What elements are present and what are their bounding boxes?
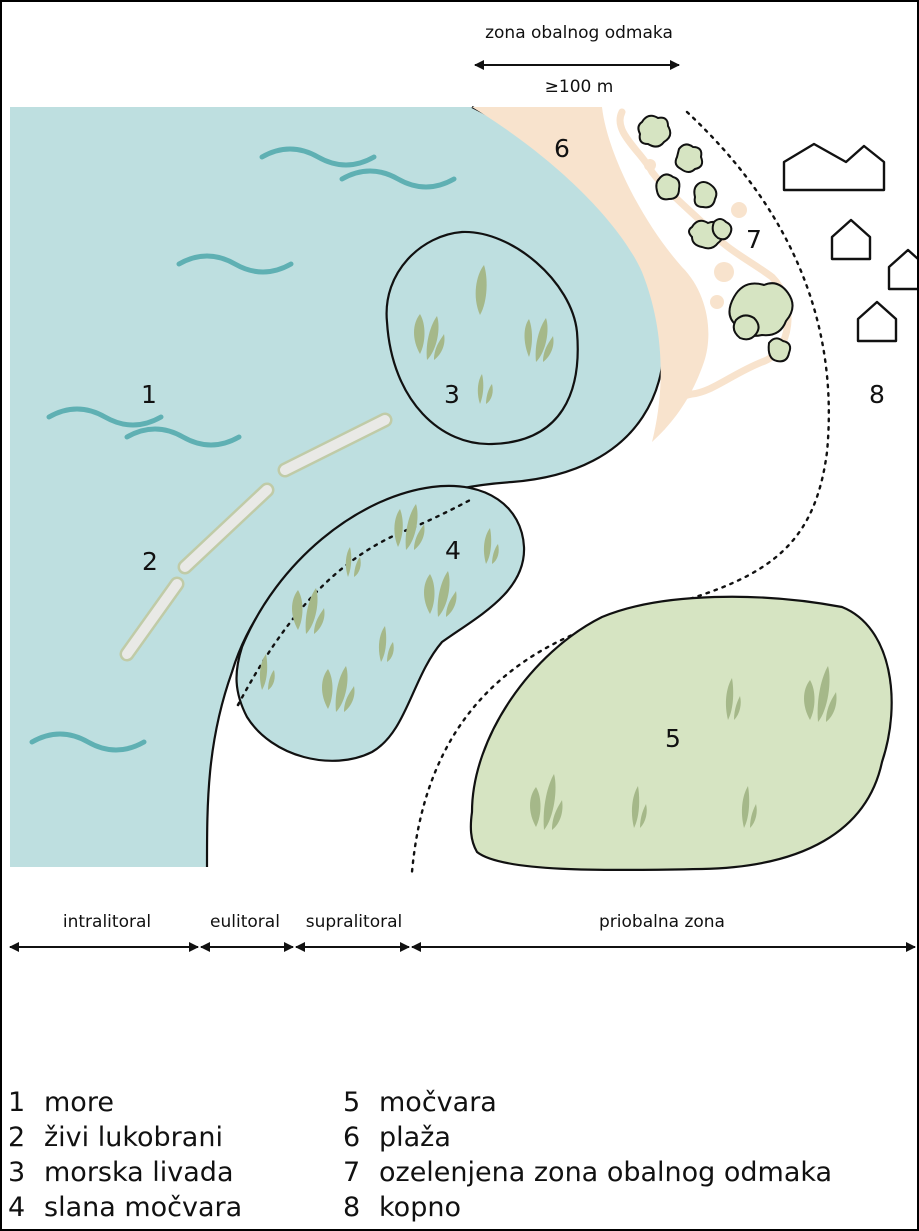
legend-number: 6: [343, 1122, 379, 1154]
legend-number: 5: [343, 1087, 379, 1119]
legend-text: slana močvara: [44, 1192, 242, 1223]
legend-number: 3: [8, 1157, 44, 1189]
legend-text: močvara: [379, 1087, 497, 1118]
legend-text: plaža: [379, 1122, 451, 1153]
legend-number: 7: [343, 1157, 379, 1189]
legend-text: morska livada: [44, 1157, 234, 1188]
area-number-8: 8: [869, 380, 885, 409]
legend-number: 4: [8, 1192, 44, 1224]
area-number-1: 1: [141, 380, 157, 409]
zone-label-intralitoral: intralitoral: [63, 912, 151, 932]
buffer-distance-label: ≥100 m: [545, 77, 614, 97]
legend-number: 2: [8, 1122, 44, 1154]
area-number-2: 2: [142, 547, 158, 576]
zone-label-eulitoral: eulitoral: [210, 912, 280, 932]
diagram-canvas: zona obalnog odmaka ≥100 m 1 2 3 4 5 6 7…: [2, 2, 917, 1082]
legend-number: 1: [8, 1087, 44, 1119]
legend-number: 8: [343, 1192, 379, 1224]
area-number-5: 5: [665, 724, 681, 753]
area-number-3: 3: [444, 380, 460, 409]
buffer-zone-title: zona obalnog odmaka: [485, 23, 673, 43]
area-number-4: 4: [445, 536, 461, 565]
zone-label-supralitoral: supralitoral: [306, 912, 402, 932]
legend-text: more: [44, 1087, 114, 1118]
legend-text: kopno: [379, 1192, 461, 1223]
legend-text: živi lukobrani: [44, 1122, 223, 1153]
area-number-6: 6: [554, 134, 570, 163]
area-number-7: 7: [746, 225, 762, 254]
house-icons: [784, 144, 917, 341]
legend-text: ozelenjena zona obalnog odmaka: [379, 1157, 832, 1188]
zone-label-priobalna: priobalna zona: [599, 912, 725, 932]
freshwater-marsh: [471, 597, 892, 870]
